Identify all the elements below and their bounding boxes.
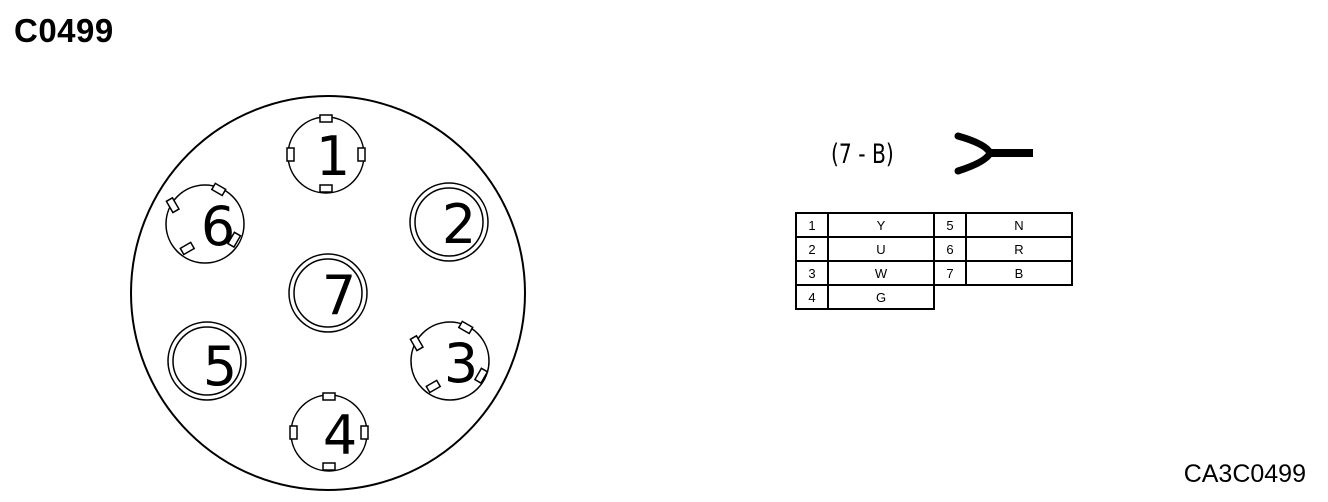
reference-code: CA3C0499 (1183, 460, 1306, 488)
pin-6-cavity: 6 (165, 182, 245, 264)
table-row: 3 W 7 B (795, 260, 1073, 286)
female-terminal-icon (954, 132, 1033, 175)
pin-3-cavity: 3 (409, 320, 490, 401)
pin-6-label: 6 (201, 195, 235, 258)
pin-cell: 4 (795, 284, 829, 310)
pin-4-label: 4 (323, 404, 357, 467)
pin-2-cavity: 2 (409, 182, 489, 262)
connector-part-label: (7 - B) (831, 139, 894, 170)
pin-2-label: 2 (442, 193, 476, 256)
pin-cell: 5 (933, 212, 967, 238)
empty-cell (966, 285, 1072, 309)
table-row: 2 U 6 R (795, 236, 1073, 262)
pin-1-cavity: 1 (286, 114, 366, 194)
table-row: 4 G (795, 284, 1072, 310)
color-cell: B (965, 260, 1073, 286)
color-cell: N (965, 212, 1073, 238)
connector-body (130, 95, 526, 491)
pin-cell: 3 (795, 260, 829, 286)
wire-color-table: 1 Y 5 N 2 U 6 R 3 W 7 B 4 G (795, 212, 1073, 310)
connector-title: C0499 (14, 12, 114, 49)
pin-3-label: 3 (444, 332, 478, 395)
pin-4-cavity: 4 (289, 392, 369, 472)
pin-cell: 7 (933, 260, 967, 286)
pin-1-label: 1 (316, 125, 350, 188)
pin-5-cavity: 5 (167, 321, 247, 401)
color-cell: R (965, 236, 1073, 262)
color-cell: G (827, 284, 935, 310)
pin-7-label: 7 (322, 264, 356, 327)
table-row: 1 Y 5 N (795, 212, 1073, 238)
pin-5-label: 5 (203, 335, 237, 398)
empty-cell (934, 285, 966, 309)
color-cell: Y (827, 212, 935, 238)
color-cell: W (827, 260, 935, 286)
pin-cell: 6 (933, 236, 967, 262)
pin-cell: 1 (795, 212, 829, 238)
pin-cell: 2 (795, 236, 829, 262)
pin-7-cavity: 7 (288, 253, 368, 333)
color-cell: U (827, 236, 935, 262)
